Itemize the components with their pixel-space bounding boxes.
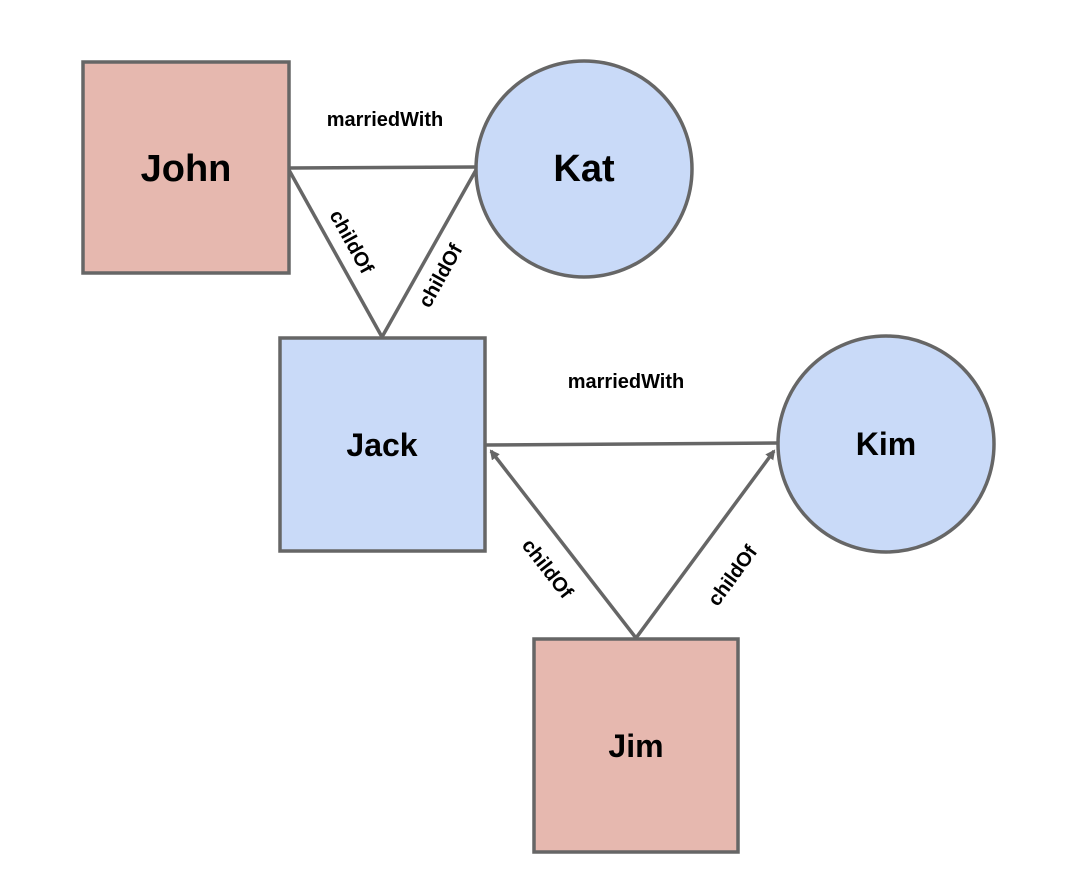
node-kat-label: Kat: [553, 148, 615, 190]
node-jim: Jim: [532, 637, 740, 854]
edge-jim-jack-label: childOf: [517, 535, 577, 603]
edge-jim-kim-arrow: [634, 449, 776, 640]
node-kim: Kim: [776, 334, 996, 554]
node-kim-label: Kim: [856, 426, 916, 462]
node-kim-shape: [776, 334, 996, 554]
edge-jack-kat-line: [380, 169, 478, 338]
node-jim-label: Jim: [608, 728, 663, 764]
node-jack-label: Jack: [346, 427, 417, 463]
node-jack-shape: [278, 336, 487, 553]
node-john: John: [81, 60, 291, 275]
edge-john-kat-label: marriedWith: [327, 109, 444, 131]
edge-jack-kim-label: marriedWith: [568, 371, 685, 393]
edge-jim-kim-label: childOf: [704, 541, 762, 610]
edge-jack-john-label: childOf: [325, 207, 378, 278]
node-kat: Kat: [474, 59, 694, 279]
edge-jack-john-line: [287, 169, 384, 338]
node-john-label: John: [141, 148, 232, 190]
node-kat-shape: [474, 59, 694, 279]
node-jim-shape: [532, 637, 740, 854]
edge-john-kat-line: [288, 165, 477, 170]
edge-jim-jack-arrow: [489, 449, 638, 640]
edge-jack-kat-label: childOf: [415, 240, 468, 311]
node-jack: Jack: [278, 336, 487, 553]
edge-jack-kim-line: [484, 441, 779, 447]
node-john-shape: [81, 60, 291, 275]
